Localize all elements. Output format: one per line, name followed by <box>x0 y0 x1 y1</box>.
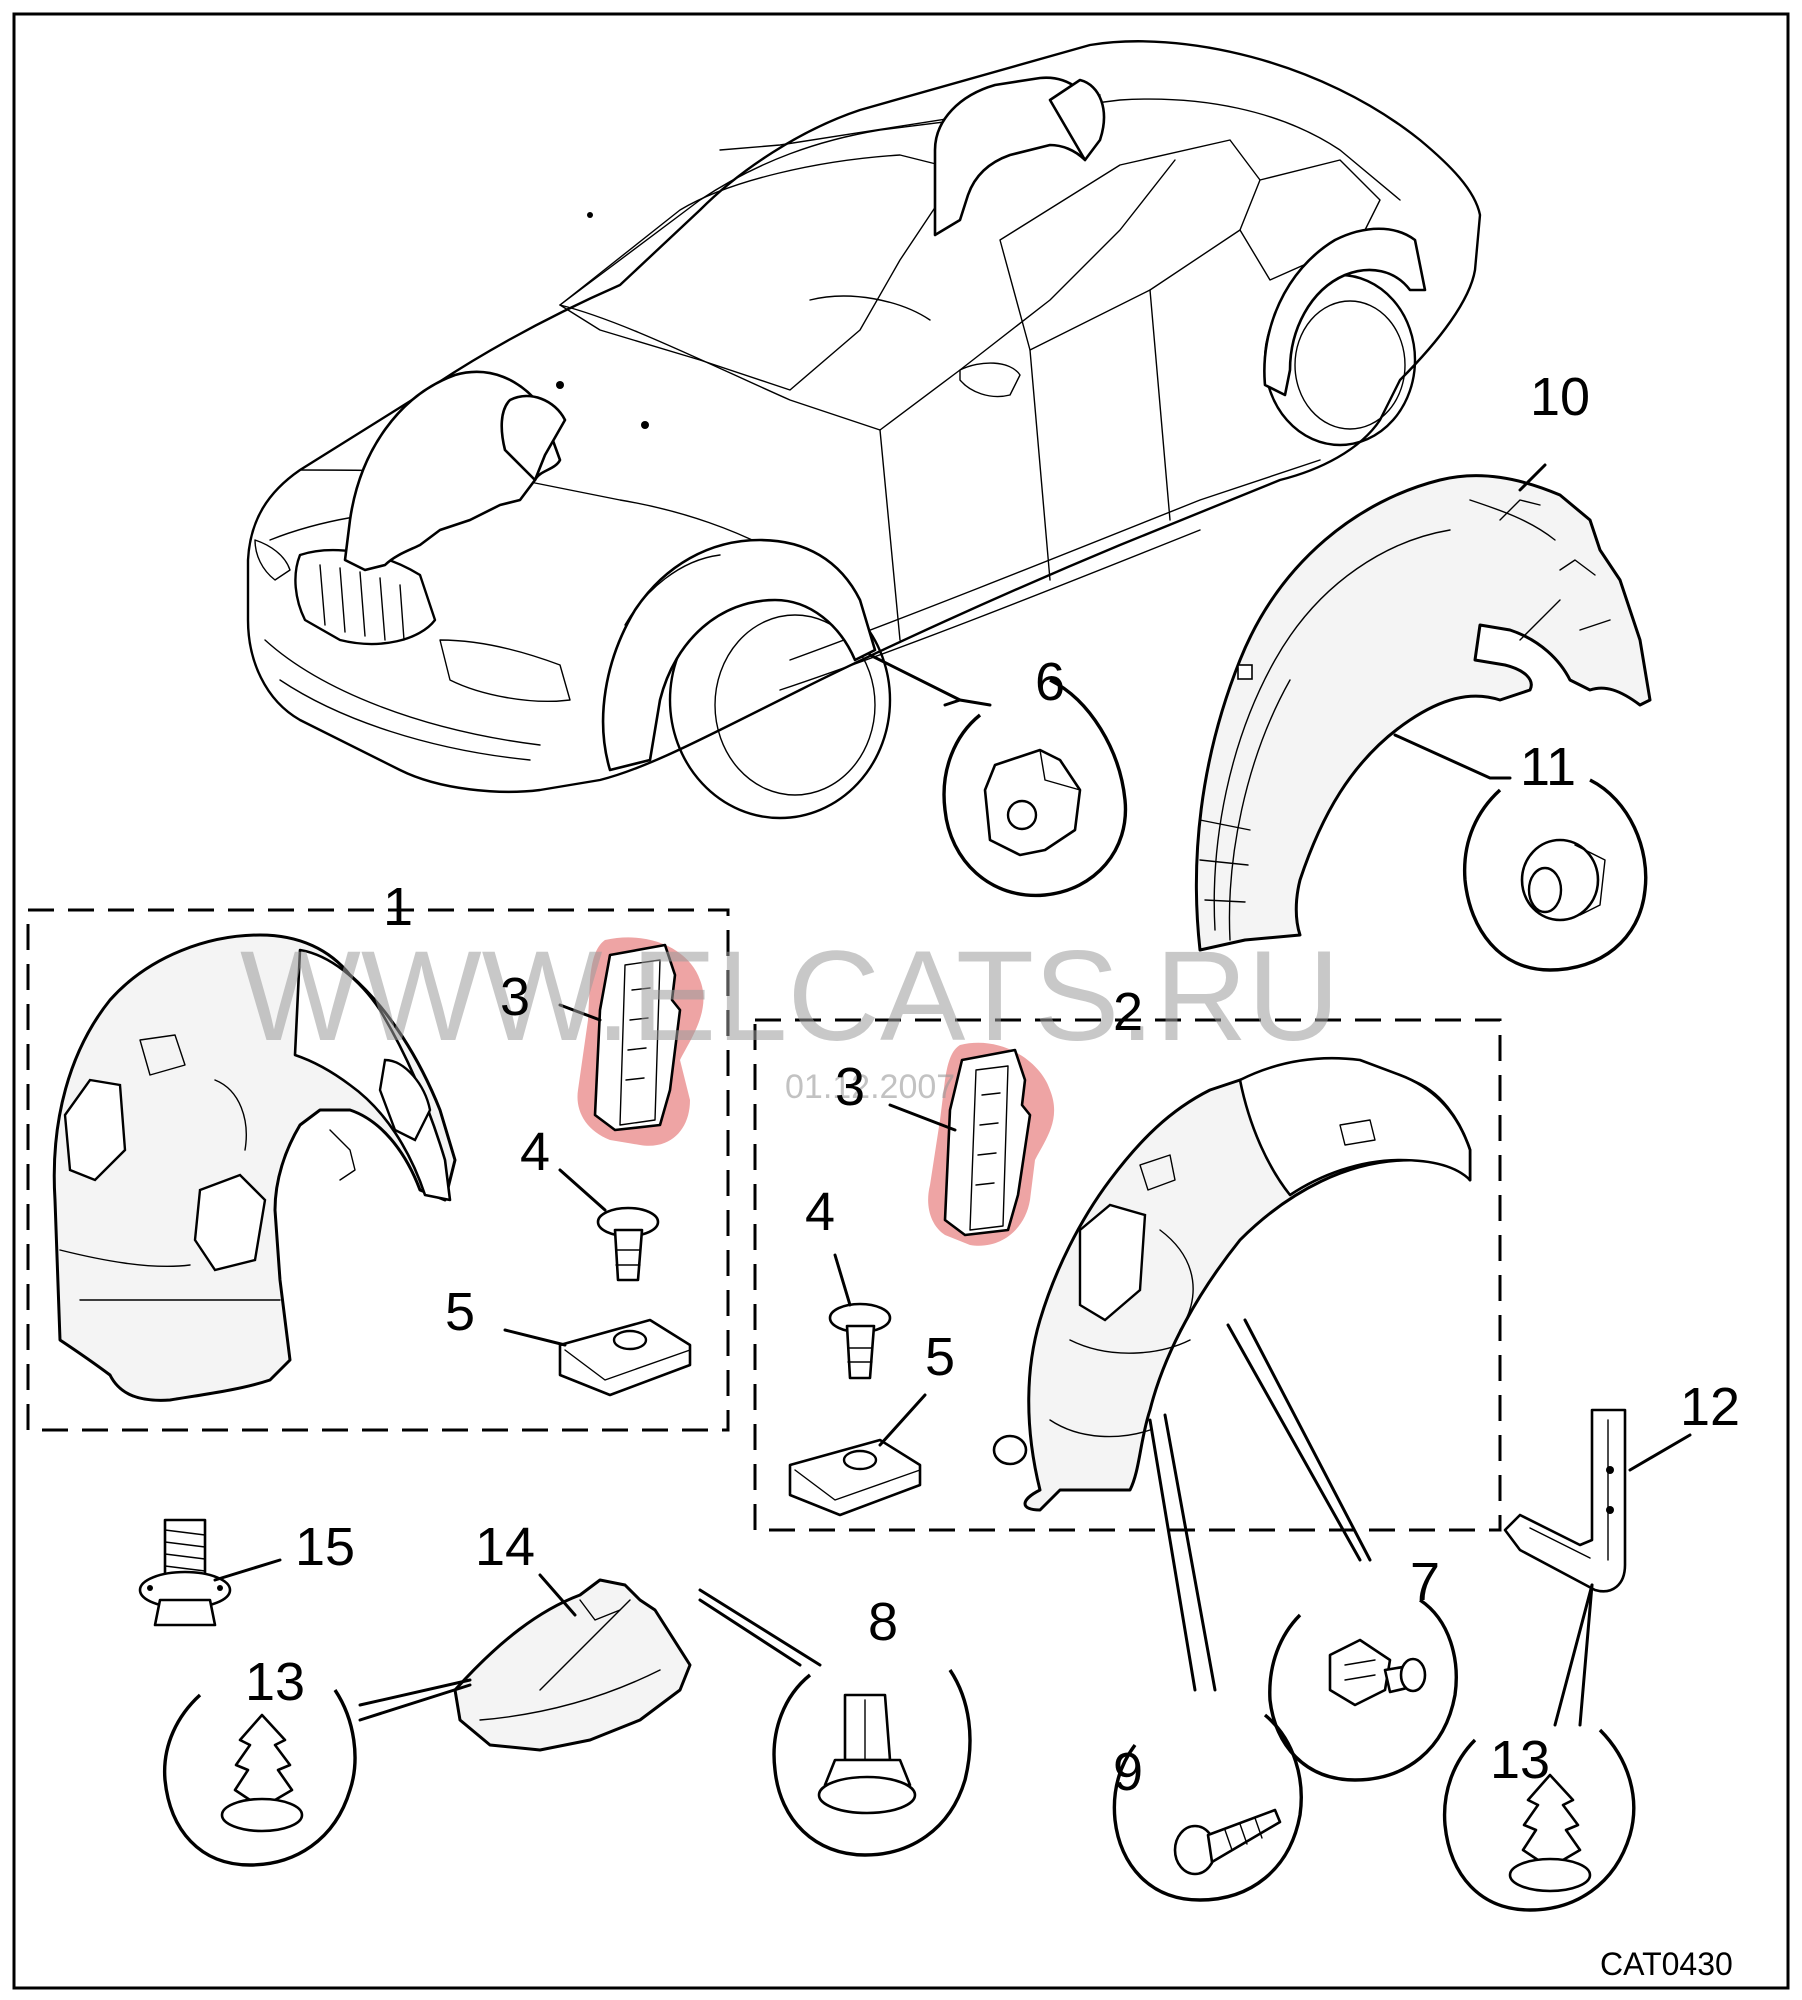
label-13-left: 13 <box>245 1652 305 1712</box>
splash-shield-14 <box>453 1578 692 1752</box>
label-6: 6 <box>1035 652 1065 712</box>
label-15: 15 <box>295 1517 355 1577</box>
assembly-box-1 <box>26 908 730 1432</box>
retaining-clip-3-box-2 <box>943 1048 1032 1237</box>
assembly-box-2 <box>753 1018 1502 1532</box>
callout-labels: 1 2 3 3 4 4 5 5 6 7 8 9 10 11 12 13 13 1… <box>245 367 1740 1802</box>
label-4-box-2: 4 <box>805 1182 835 1242</box>
car-rear-liner-lifted <box>933 76 1106 237</box>
label-11: 11 <box>1520 737 1576 797</box>
scrivet-7 <box>1328 1638 1427 1707</box>
callout-circle-9 <box>1112 1713 1303 1902</box>
watermark-text: WWW.ELCATS.RU <box>240 925 1340 1068</box>
label-8: 8 <box>868 1592 898 1652</box>
label-14: 14 <box>475 1517 535 1577</box>
spire-nut-5-box-2 <box>788 1438 922 1517</box>
callout-circle-13-right <box>1442 1728 1636 1912</box>
label-5-box-2: 5 <box>925 1327 955 1387</box>
label-10: 10 <box>1530 367 1590 427</box>
grommet-11 <box>1520 838 1606 922</box>
push-clip-8 <box>817 1693 917 1815</box>
watermark-date: 01.12.2007 <box>785 1068 955 1106</box>
label-5-box-1: 5 <box>445 1282 475 1342</box>
flange-bolt-15 <box>138 1518 232 1627</box>
label-3-box-2: 3 <box>835 1057 865 1117</box>
label-1: 1 <box>383 877 413 937</box>
leader-lines <box>213 463 1692 1727</box>
label-12: 12 <box>1680 1377 1740 1437</box>
label-7: 7 <box>1410 1552 1440 1612</box>
callout-circle-6 <box>942 678 1128 898</box>
callout-circle-13-left <box>162 1689 357 1867</box>
rear-arch-liner <box>1194 474 1652 952</box>
rivet-4-box-2 <box>828 1302 892 1380</box>
retaining-clip-3-box-1 <box>593 943 682 1132</box>
fir-tree-clip-13-left <box>220 1713 304 1833</box>
callout-circle-7 <box>1268 1598 1458 1782</box>
rivet-4-box-1 <box>596 1206 660 1282</box>
label-2: 2 <box>1113 982 1143 1042</box>
diagram-code: CAT0430 <box>1600 1946 1733 1982</box>
callout-circle-8 <box>772 1669 972 1857</box>
label-3-box-1: 3 <box>500 967 530 1027</box>
fir-tree-clip-13-right <box>1508 1773 1592 1893</box>
car-front-liner-lifted <box>343 370 567 572</box>
label-4-box-1: 4 <box>520 1122 550 1182</box>
car-front-liner-fitted <box>601 538 877 772</box>
callout-circle-11 <box>1462 778 1648 972</box>
bracket-12 <box>1503 1408 1627 1593</box>
self-tapping-screw-9 <box>1173 1808 1282 1876</box>
front-arch-liner-1 <box>52 933 457 1402</box>
car-rear-liner-fitted <box>1263 227 1427 397</box>
front-arch-liner-2 <box>992 1056 1472 1512</box>
label-9: 9 <box>1113 1742 1143 1802</box>
clip-nut-6 <box>983 748 1082 857</box>
diagram-frame <box>12 12 1790 1990</box>
label-13-right: 13 <box>1490 1730 1550 1790</box>
spire-nut-5-box-1 <box>558 1318 692 1397</box>
